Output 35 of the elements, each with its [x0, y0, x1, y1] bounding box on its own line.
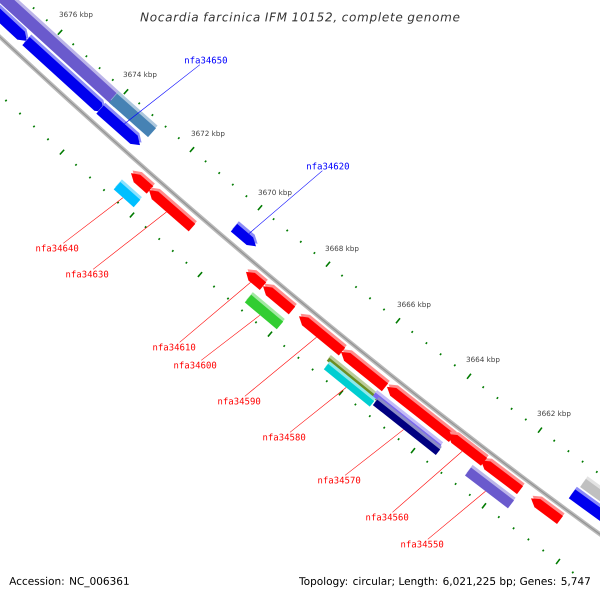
gene-bar: [324, 361, 376, 407]
gene-bar: [372, 396, 442, 455]
gene-label: nfa34610: [153, 344, 196, 350]
gene-feature: [448, 431, 489, 466]
leader-line: [392, 451, 462, 513]
gene-label: nfa34600: [174, 362, 216, 368]
gene-feature: [230, 221, 258, 246]
gene-bar: [244, 292, 285, 330]
leader-line: [244, 336, 317, 397]
leader-line: [344, 429, 404, 476]
gene-label: nfa34640: [36, 244, 78, 252]
leader-line: [92, 212, 167, 270]
leader-line: [62, 197, 124, 244]
genome-info-text: Topology: circular; Length: 6,021,225 bp; Genes: 5,747: [299, 576, 590, 588]
leader-line: [200, 314, 260, 361]
gene-bar: [114, 179, 142, 208]
gene-label: nfa34580: [263, 434, 306, 440]
leader-line: [248, 170, 323, 234]
gene-label: nfa34620: [307, 162, 349, 170]
leader-line: [427, 490, 486, 540]
gene-label: nfa34570: [318, 476, 360, 484]
title: Nocardia farcinica IFM 10152, complete genome: [140, 12, 460, 24]
gene-label: nfa34550: [401, 540, 444, 548]
gene-feature: [96, 102, 142, 146]
gene-label: nfa34560: [366, 514, 408, 520]
leader-line: [124, 64, 200, 124]
gene-feature: [149, 187, 197, 232]
accession-text: Accession: NC_006361: [9, 576, 129, 588]
gene-label: nfa34650: [185, 56, 227, 64]
leader-line: [179, 282, 251, 343]
gene-bar: [464, 464, 516, 508]
gene-label: nfa34590: [218, 398, 260, 404]
gene-feature: [246, 269, 268, 290]
gene-label: nfa34630: [66, 270, 108, 278]
gene-feature: [299, 314, 347, 356]
